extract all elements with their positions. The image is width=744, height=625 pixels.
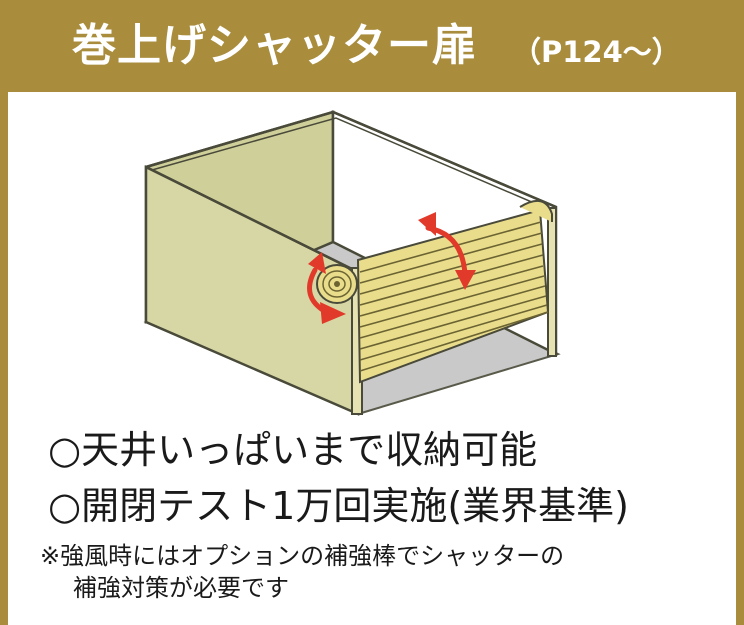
feature-full-ceiling-storage: ○天井いっぱいまで収納可能: [48, 428, 538, 472]
feature-durability-test: ○開閉テスト1万回実施(業界基準): [48, 484, 629, 528]
rotation-arrowhead: [320, 302, 346, 324]
wind-caution-note: ※強風時にはオプションの補強棒でシャッターの 補強対策が必要です: [40, 540, 720, 604]
shutter-roll: [316, 264, 358, 304]
shutter-illustration: [143, 110, 561, 416]
right-post: [547, 207, 557, 357]
page-reference: （P124～）: [512, 35, 681, 69]
header-banner: 巻上げシャッター扉 （P124～）: [0, 0, 744, 92]
page-title: 巻上げシャッター扉: [72, 20, 477, 71]
note-line-2: 補強対策が必要です: [73, 574, 289, 602]
note-line-1: ※強風時にはオプションの補強棒でシャッターの: [40, 542, 565, 570]
shutter-curtain: [356, 199, 553, 384]
